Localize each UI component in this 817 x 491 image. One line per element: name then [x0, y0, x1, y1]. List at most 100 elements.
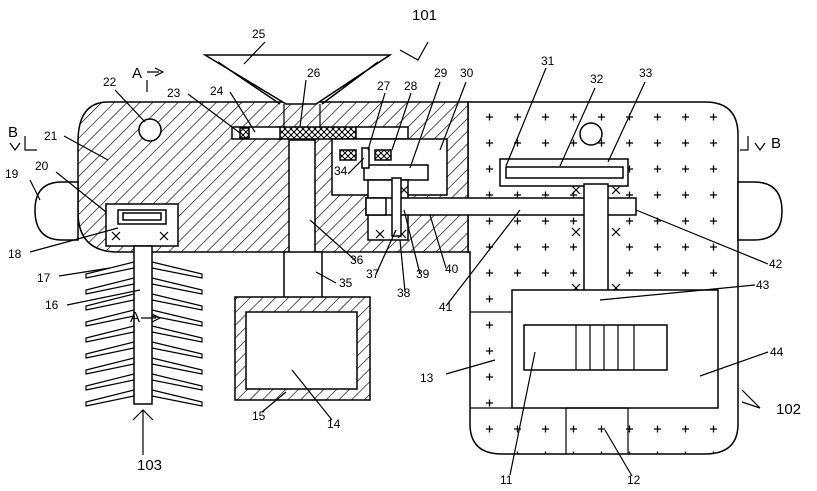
leader-line [699, 351, 769, 377]
leader-line [607, 81, 646, 163]
section-b-left-label: B [8, 124, 18, 141]
section-b-right-label: B [771, 135, 781, 152]
rotor-11 [523, 324, 668, 371]
label-40: 40 [445, 262, 459, 276]
label-28: 28 [404, 79, 418, 93]
label-16: 16 [45, 298, 59, 312]
label-25: 25 [252, 27, 266, 41]
label-42: 42 [769, 257, 783, 271]
label-24: 24 [210, 84, 224, 98]
blade-right [151, 261, 203, 279]
leader-line [367, 92, 386, 151]
label-22: 22 [103, 75, 117, 89]
leader-line [403, 209, 421, 275]
leader-line [599, 284, 756, 301]
leader-line [187, 93, 241, 134]
leader-line [299, 79, 307, 128]
leader-line [229, 91, 256, 133]
label-20: 20 [35, 159, 49, 173]
arrow-102 [741, 389, 761, 409]
label-21: 21 [44, 129, 58, 143]
leader-line [445, 209, 521, 307]
hole-22 [138, 118, 162, 142]
leader-line [55, 171, 107, 213]
seal-23 [239, 127, 250, 139]
blade-left [85, 357, 135, 375]
leader-line [315, 271, 337, 284]
hopper-neck [283, 104, 321, 127]
leader-line [635, 209, 769, 265]
rod-29 [361, 147, 370, 169]
section-b-right [740, 136, 766, 152]
leader-line [604, 429, 633, 477]
tank-inner-14 [245, 311, 358, 390]
leader-line [375, 229, 397, 275]
label-30: 30 [460, 66, 474, 80]
blade-left [85, 341, 135, 359]
blade-right [151, 389, 203, 407]
leader-line [66, 289, 141, 306]
filter-mesh-26 [277, 126, 357, 140]
section-a-bottom-label: A [130, 309, 140, 326]
leader-line [429, 214, 447, 269]
label-17: 17 [37, 271, 51, 285]
blade-left [85, 373, 135, 391]
label-38: 38 [397, 286, 411, 300]
leader-line [63, 135, 109, 161]
blade-right [151, 309, 203, 327]
hole-right [579, 122, 603, 146]
label-37: 37 [366, 267, 380, 281]
blade-left [85, 389, 135, 407]
leader-line [29, 227, 119, 253]
motor-inner-18 [122, 212, 162, 221]
screw-shaft-16 [133, 245, 153, 405]
blade-right [151, 277, 203, 295]
label-31: 31 [541, 54, 555, 68]
leader-line [347, 157, 365, 175]
rotor-lines [575, 325, 635, 370]
leader-line [243, 41, 266, 65]
label-13: 13 [420, 371, 434, 385]
hopper-25 [202, 54, 393, 105]
blade-left [85, 277, 135, 295]
leader-line [391, 92, 412, 151]
auger-blades-17 [85, 261, 203, 407]
label-39: 39 [416, 267, 430, 281]
label-12: 12 [627, 473, 641, 487]
arrow-103 [132, 409, 154, 455]
leader-line [399, 239, 406, 293]
leader-line [509, 351, 536, 476]
label-41: 41 [439, 300, 453, 314]
label-34: 34 [334, 164, 348, 178]
section-b-left [9, 136, 37, 152]
blade-right [151, 373, 203, 391]
label-33: 33 [639, 66, 653, 80]
section-a-top-label: A [132, 65, 142, 82]
label-27: 27 [377, 79, 391, 93]
arm-end-40 [365, 197, 387, 216]
blade-right [151, 357, 203, 375]
section-a-top [146, 67, 165, 92]
leader-line [559, 87, 596, 167]
label-14: 14 [327, 417, 341, 431]
leader-line [505, 67, 547, 167]
label-11: 11 [500, 473, 513, 487]
pipe-35 [283, 251, 323, 301]
label-23: 23 [167, 86, 181, 100]
label-29: 29 [434, 66, 448, 80]
pulley-inner-32 [505, 166, 624, 179]
blade-left [85, 309, 135, 327]
channel-28 [355, 126, 409, 140]
label-15: 15 [252, 409, 266, 423]
leader-lines [29, 41, 769, 477]
label-101: 101 [412, 7, 437, 24]
blade-left [85, 261, 135, 279]
leader-line [114, 89, 146, 123]
leader-line [29, 179, 41, 201]
leader-line [261, 391, 287, 413]
blade-right [151, 341, 203, 359]
label-26: 26 [307, 66, 321, 80]
left-handle [34, 181, 79, 241]
label-43: 43 [756, 278, 770, 292]
